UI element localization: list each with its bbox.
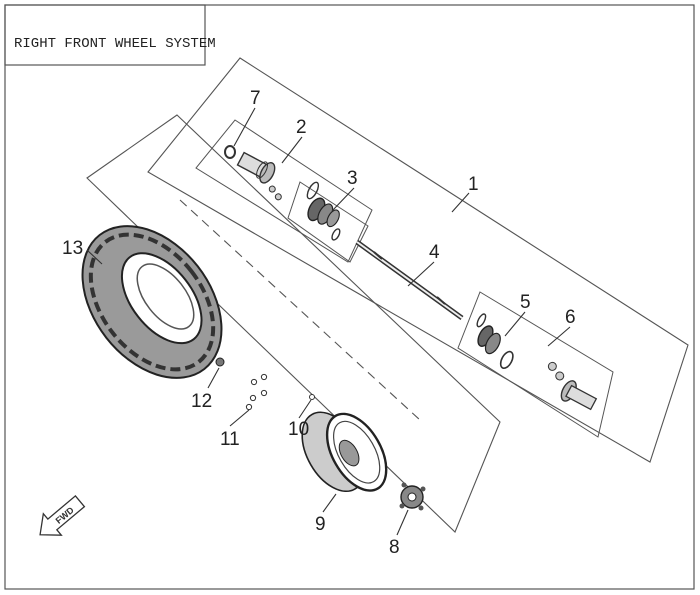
callout-4: 4 bbox=[429, 242, 440, 263]
part-outer-cv-joint-icon bbox=[547, 361, 598, 411]
part-wheel-hub-icon bbox=[399, 482, 426, 511]
callout-11: 11 bbox=[220, 429, 240, 450]
diagram-title: RIGHT FRONT WHEEL SYSTEM bbox=[14, 36, 216, 52]
assembly-axis-dashed bbox=[179, 199, 421, 421]
forward-direction-arrow-icon: FWD bbox=[39, 495, 86, 536]
leader-lines bbox=[86, 107, 571, 536]
callout-9: 9 bbox=[315, 514, 326, 535]
callout-13: 13 bbox=[62, 238, 83, 259]
group-box-drive-shaft bbox=[147, 57, 689, 463]
callout-2: 2 bbox=[296, 117, 307, 138]
part-valve-icon bbox=[309, 394, 315, 400]
part-hub-nut-icon bbox=[215, 357, 225, 367]
callout-3: 3 bbox=[347, 168, 358, 189]
callout-5: 5 bbox=[520, 292, 531, 313]
group-box-wheel bbox=[86, 114, 501, 533]
part-wheel-nuts-icon bbox=[245, 373, 268, 411]
callout-12: 12 bbox=[191, 391, 212, 412]
callout-7: 7 bbox=[250, 88, 261, 109]
part-circlip-icon bbox=[224, 145, 236, 159]
callout-8: 8 bbox=[389, 537, 400, 558]
group-box-outer-joint bbox=[457, 291, 614, 438]
part-rim-icon bbox=[301, 411, 388, 493]
part-inner-boot-icon bbox=[306, 181, 341, 241]
callout-10: 10 bbox=[288, 419, 309, 440]
part-axle-shaft-icon bbox=[355, 239, 464, 321]
callout-1: 1 bbox=[468, 174, 479, 195]
page-border bbox=[4, 4, 695, 590]
callout-6: 6 bbox=[565, 307, 576, 328]
part-tire-icon bbox=[81, 225, 223, 379]
group-box-inner-boot bbox=[287, 181, 369, 263]
part-outer-boot-icon bbox=[476, 313, 514, 370]
title-box bbox=[4, 4, 206, 66]
part-inner-cv-joint-icon bbox=[236, 151, 282, 201]
group-box-inner-joint bbox=[195, 119, 373, 263]
